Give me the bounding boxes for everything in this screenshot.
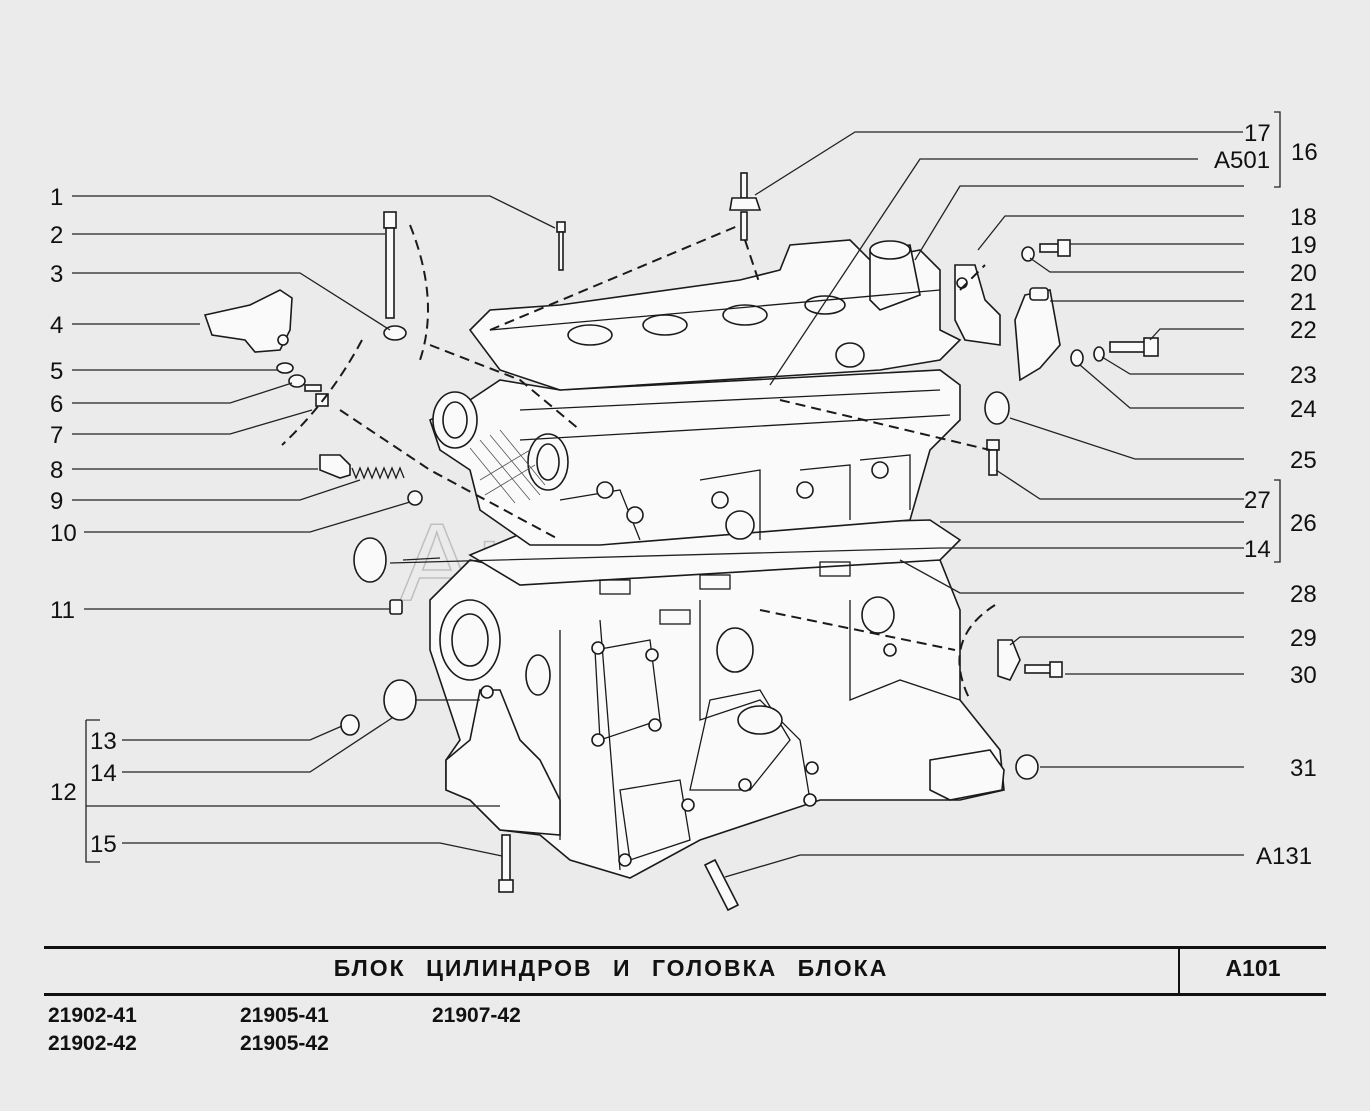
callout-A131: A131: [1256, 843, 1312, 870]
bushing-31: [1015, 754, 1039, 780]
camshaft-sensor-4: [203, 289, 293, 353]
cylinder-block: [429, 519, 1005, 879]
knock-sensor-21: [1014, 287, 1061, 382]
callout-9: 9: [50, 488, 63, 515]
seal-25: [984, 391, 1010, 425]
callout-29: 29: [1290, 625, 1317, 652]
callout-A501: A501: [1214, 147, 1270, 174]
callout-28: 28: [1290, 581, 1317, 608]
callout-20: 20: [1290, 260, 1317, 287]
washer-5: [276, 362, 294, 374]
model-code: 21902-42: [48, 1032, 137, 1055]
callout-11: 11: [50, 597, 75, 624]
leader-lines: [72, 111, 1281, 878]
callout-12: 12: [50, 779, 77, 806]
title-divider: [1178, 949, 1180, 993]
callout-14-left: 14: [90, 760, 117, 787]
callout-8: 8: [50, 457, 63, 484]
callout-26: 26: [1290, 510, 1317, 537]
seal-13: [340, 714, 360, 736]
callout-17: 17: [1244, 120, 1271, 147]
model-code: 21905-42: [240, 1032, 329, 1055]
callout-13: 13: [90, 728, 117, 755]
model-code: 21907-42: [432, 1004, 521, 1027]
head-bolt-2: [383, 211, 397, 319]
stud-17: [729, 172, 762, 241]
bolt-1: [556, 221, 566, 271]
model-code: 21905-41: [240, 1004, 329, 1027]
cylinder-head-cover: [468, 239, 962, 391]
bolt-19: [1039, 239, 1071, 257]
callout-30: 30: [1290, 662, 1317, 689]
callout-18: 18: [1290, 204, 1317, 231]
callout-7: 7: [50, 422, 63, 449]
dowel-A131: [703, 858, 740, 912]
seal-14-upper: [353, 537, 387, 583]
callout-21: 21: [1290, 289, 1317, 316]
callout-23: 23: [1290, 362, 1317, 389]
callout-16: 16: [1291, 139, 1318, 166]
ball-10: [407, 490, 423, 506]
spring-9: [351, 466, 405, 480]
callout-labels: 1 2 3 4 5 6 7 8 9 10 11 12 13 14 15 17 A…: [50, 120, 1318, 870]
assembly-lines: [281, 224, 996, 701]
stud-15: [498, 834, 514, 893]
callout-6: 6: [50, 391, 63, 418]
washer-24: [1070, 349, 1084, 367]
washer-20: [1021, 246, 1035, 262]
callout-5: 5: [50, 358, 63, 385]
callout-1: 1: [50, 184, 63, 211]
gasket-holes: [599, 561, 851, 625]
washer-6: [288, 374, 306, 388]
sensor-29: [997, 639, 1021, 681]
bolt-7: [304, 384, 329, 407]
callout-24: 24: [1290, 396, 1317, 423]
diagram-code: A101: [1225, 955, 1281, 981]
callout-10: 10: [50, 520, 77, 547]
plunger-8: [319, 454, 351, 479]
callout-14-right: 14: [1244, 536, 1271, 563]
callout-15: 15: [90, 831, 117, 858]
callout-19: 19: [1290, 232, 1317, 259]
callout-3: 3: [50, 261, 63, 288]
bolt-30: [1024, 661, 1063, 678]
callout-31: 31: [1290, 755, 1317, 782]
seal-14-lower: [383, 679, 417, 721]
diagram-title: БЛОК ЦИЛИНДРОВ И ГОЛОВКА БЛОКА: [333, 955, 889, 981]
hatched-area: [469, 429, 546, 504]
callout-25: 25: [1290, 447, 1317, 474]
title-block: БЛОК ЦИЛИНДРОВ И ГОЛОВКА БЛОКА A101: [44, 946, 1326, 996]
plug-11: [389, 599, 403, 615]
callout-2: 2: [50, 222, 63, 249]
bolt-27: [986, 439, 1000, 476]
callout-22: 22: [1290, 317, 1317, 344]
callout-4: 4: [50, 312, 63, 339]
callout-27: 27: [1244, 487, 1271, 514]
cylinder-head: [429, 369, 961, 546]
bracket-18: [954, 264, 1001, 346]
model-code: 21902-41: [48, 1004, 137, 1027]
washer-23: [1093, 346, 1105, 362]
bolt-22: [1109, 337, 1159, 357]
